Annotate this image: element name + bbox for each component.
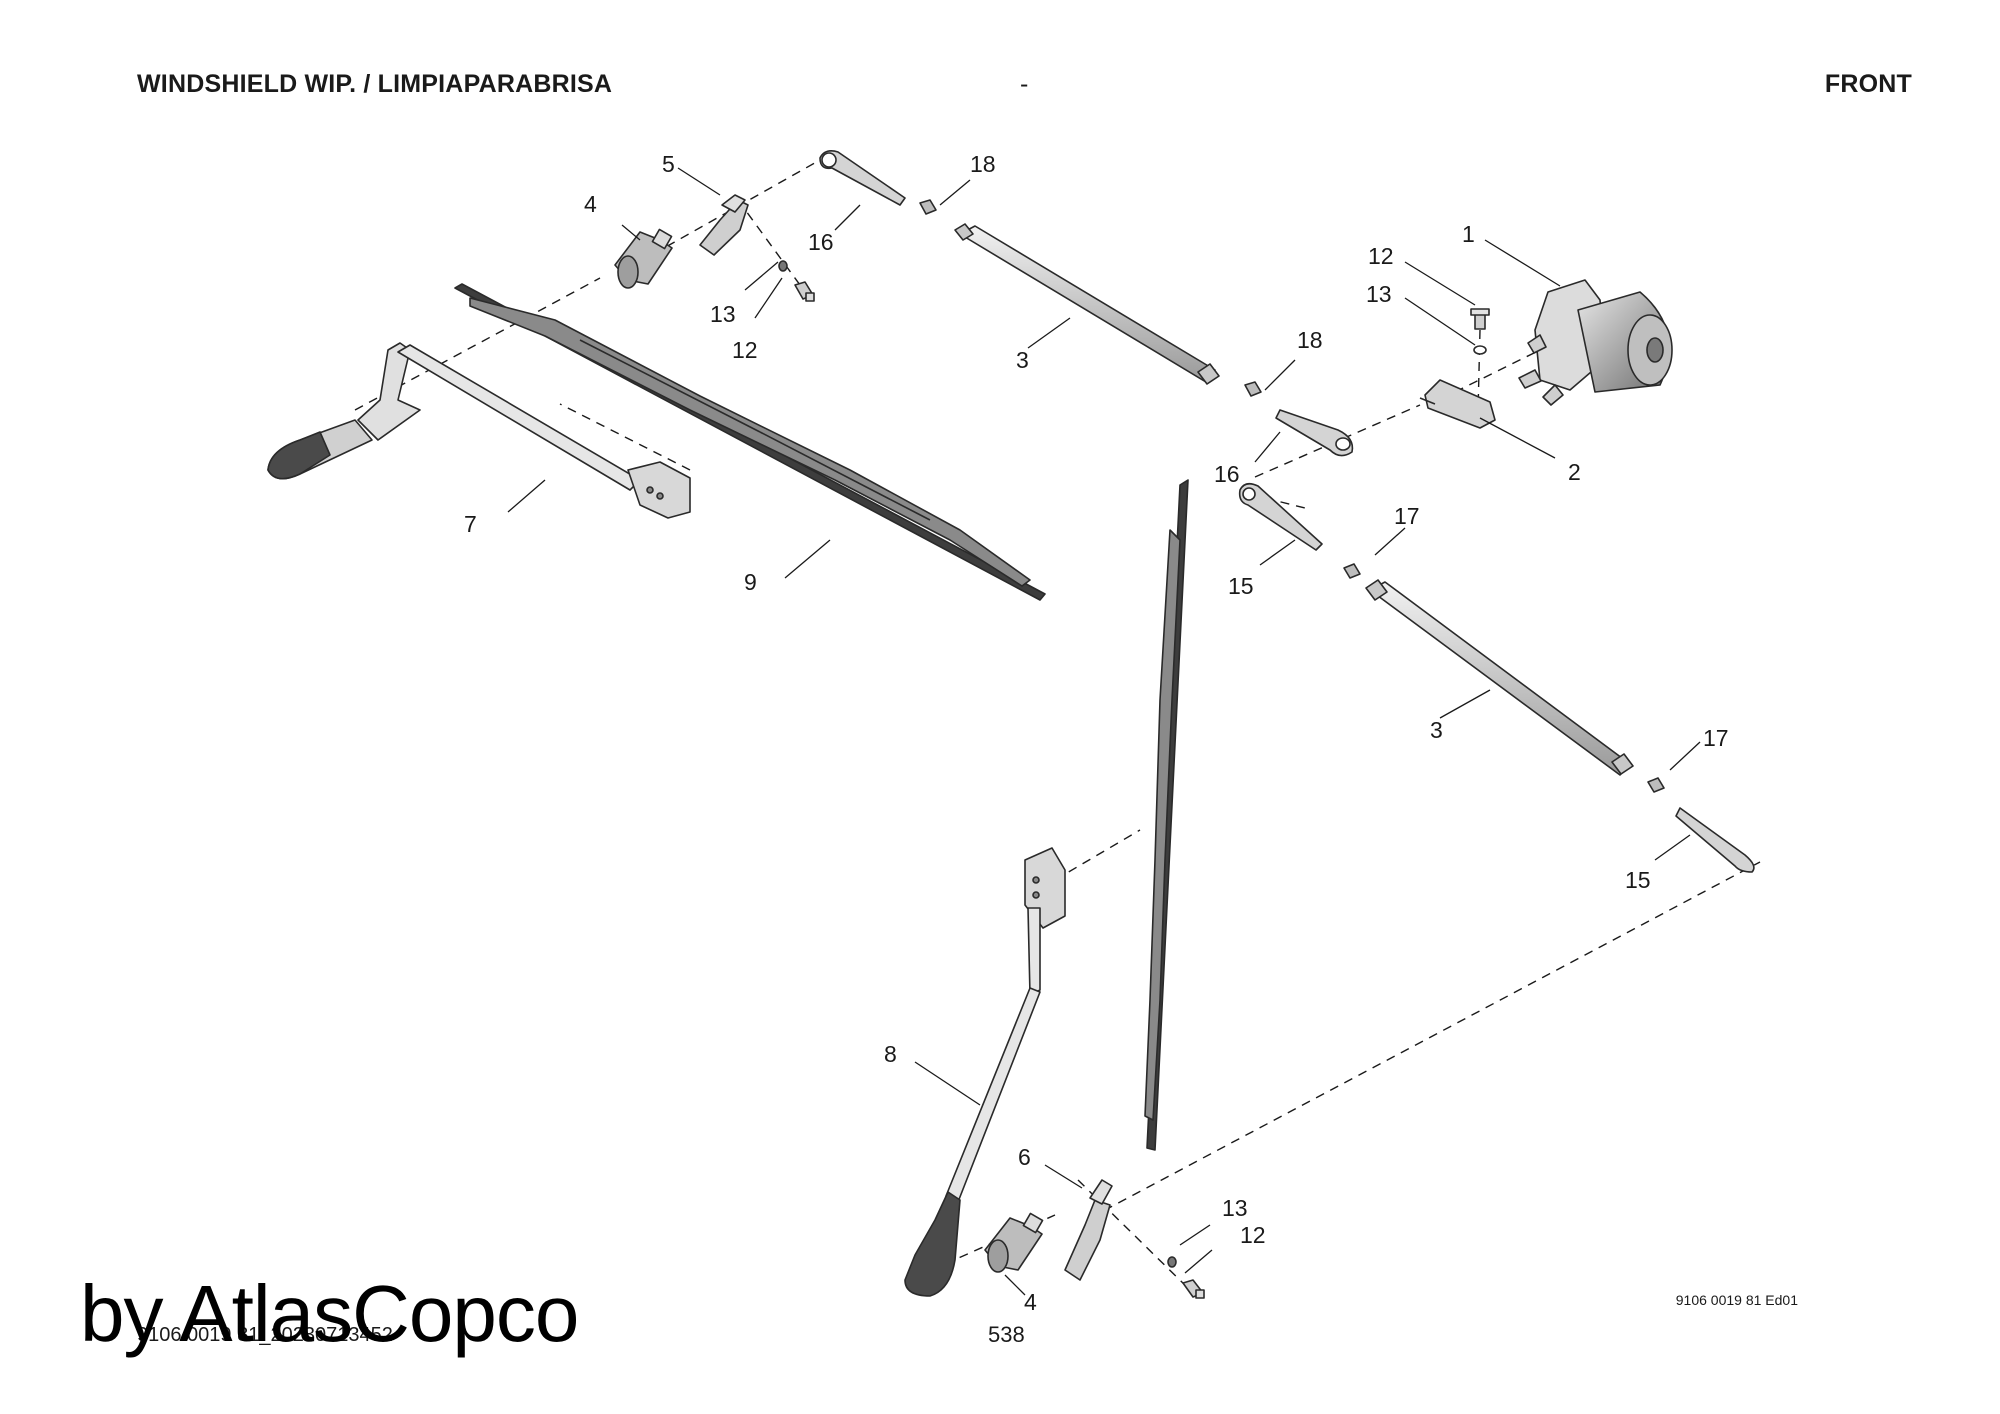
header-position: FRONT: [1824, 70, 1912, 98]
callouts: 1 2 3 3 4 4 5 6 7 8 9 12 12 12 13 13 13 …: [464, 151, 1729, 1315]
link-rod-lower: [1238, 482, 1755, 873]
wiper-blade-right: [1144, 479, 1189, 1151]
callout-18: 18: [1297, 327, 1323, 353]
wiper-blade-left: [454, 283, 1046, 601]
callout-5: 5: [662, 151, 675, 177]
bolt-washer-set-motor: [1470, 308, 1490, 355]
edition-code: 9106 0019 81 Ed01: [1675, 1292, 1798, 1308]
callout-13: 13: [1366, 281, 1392, 307]
callout-18: 18: [970, 151, 996, 177]
wiper-motor: [1518, 279, 1673, 406]
callout-12: 12: [1240, 1222, 1266, 1248]
callout-15: 15: [1228, 573, 1254, 599]
callout-2: 2: [1568, 459, 1581, 485]
callout-13: 13: [710, 301, 736, 327]
callout-16: 16: [1214, 461, 1240, 487]
leader-lines: [507, 167, 1701, 1296]
watermark: by AtlasCopco: [80, 1269, 579, 1358]
clip-6: [1064, 1179, 1113, 1281]
callout-4: 4: [584, 191, 597, 217]
callout-12: 12: [1368, 243, 1394, 269]
header-separator: -: [1020, 70, 1029, 98]
callout-3: 3: [1016, 347, 1029, 373]
pivot-shaft-upper: [614, 228, 673, 289]
callout-12: 12: [732, 337, 758, 363]
callout-8: 8: [884, 1041, 897, 1067]
callout-17: 17: [1394, 503, 1420, 529]
callout-4: 4: [1024, 1289, 1037, 1315]
callout-13: 13: [1222, 1195, 1248, 1221]
callout-6: 6: [1018, 1144, 1031, 1170]
callout-7: 7: [464, 511, 477, 537]
page-title: WINDSHIELD WIP. / LIMPIAPARABRISA: [137, 70, 613, 98]
callout-16: 16: [808, 229, 834, 255]
clip-5: [699, 194, 749, 256]
pivot-shaft-lower: [984, 1212, 1044, 1273]
callout-9: 9: [744, 569, 757, 595]
bolt-washer-set-lower: [1167, 1256, 1205, 1299]
wiper-arm-right: [904, 847, 1066, 1297]
drawing-code: 9106 0019 81_20230713452: [137, 1324, 393, 1346]
crank-lever: [1419, 379, 1496, 429]
page-number: 538: [988, 1322, 1025, 1347]
callout-17: 17: [1703, 725, 1729, 751]
callout-3: 3: [1430, 717, 1443, 743]
callout-15: 15: [1625, 867, 1651, 893]
callout-1: 1: [1462, 221, 1475, 247]
wiper-arm-left: [267, 342, 691, 519]
link-rod-upper: [819, 150, 1354, 457]
bolt-washer-set-left: [778, 260, 815, 302]
